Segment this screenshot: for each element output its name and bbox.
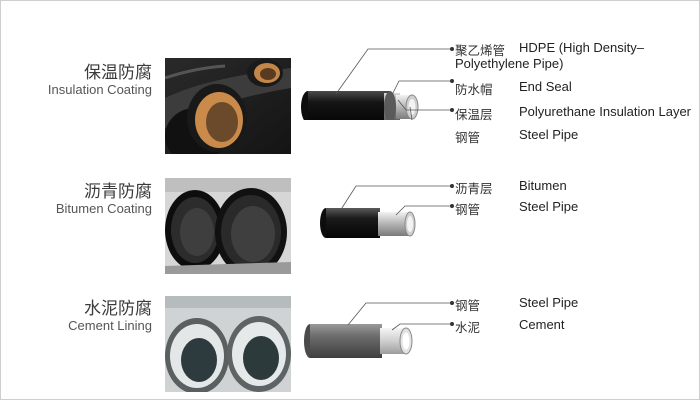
label-hdpe-zh: 聚乙烯管 [455,43,506,58]
section-bitumen: 沥青防腐 Bitumen Coating [0,120,700,274]
cement-lining-end [380,327,413,355]
section-title-zh: 水泥防腐 [84,299,152,319]
label-steel-en: Steel Pipe [519,199,579,214]
label-end-seal-en: End Seal [519,79,572,94]
section-title-zh: 沥青防腐 [84,182,152,202]
leader-lines [335,48,452,120]
steel-pipe-end [396,94,419,120]
label-insulation-en: Polyurethane Insulation Layer [519,104,692,119]
leader-dots [450,47,454,112]
leader-dots [450,184,454,208]
section-title-en: Bitumen Coating [55,201,152,216]
section-title-en: Cement Lining [68,318,152,333]
label-insulation-zh: 保温层 [455,107,493,122]
label-cement-en: Cement [519,317,565,332]
bitumen-pipes-photo [165,178,291,274]
cement-pipes-photo [165,296,291,392]
section-insulation: 保温防腐 Insulation Coating [0,0,700,154]
label-steel-zh: 钢管 [455,130,481,145]
section-title-zh: 保温防腐 [84,63,152,83]
leader-lines [339,185,452,216]
label-steel-zh: 钢管 [455,298,481,313]
label-cement-zh: 水泥 [455,320,481,335]
section-cement: 水泥防腐 Cement Lining [0,240,700,392]
label-end-seal-zh: 防水帽 [455,82,493,97]
label-hdpe-en: HDPE (High Density– [519,40,644,55]
bitumen-pipe-diagram [320,184,454,238]
insulation-pipes-photo [165,58,291,154]
label-bitumen-zh: 沥青层 [455,181,493,196]
label-steel-zh: 钢管 [455,202,481,217]
steel-pipe-end [378,211,416,237]
leader-lines [347,302,452,331]
leader-dots [450,301,454,326]
label-bitumen-en: Bitumen [519,178,567,193]
label-steel-en: Steel Pipe [519,127,579,142]
cement-pipe-diagram [304,301,454,358]
insulation-pipe-diagram [301,47,454,120]
section-title-en: Insulation Coating [47,82,152,97]
bitumen-layer [320,208,380,238]
label-steel-en: Steel Pipe [519,295,579,310]
label-hdpe-en-line2: Polyethylene Pipe) [455,56,564,71]
hdpe-jacket [301,91,390,120]
steel-pipe-body [304,324,382,358]
